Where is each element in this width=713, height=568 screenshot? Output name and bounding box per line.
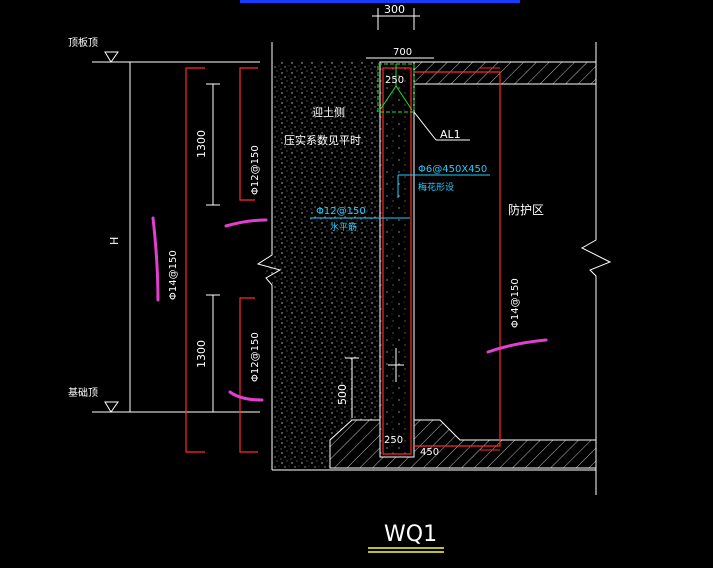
markup-stroke-4 — [486, 338, 548, 354]
top-level-marker — [104, 51, 119, 63]
left-bottom-short-rebar — [239, 297, 258, 453]
left-top-short-rebar — [239, 67, 258, 201]
dim-1300-bottom: 1300 — [195, 340, 208, 368]
markup-stroke-3 — [228, 390, 264, 402]
horizontal-label: Φ12@150 — [316, 206, 366, 217]
top-slab — [413, 61, 597, 85]
soil-boundary — [256, 42, 282, 470]
right-long-rebar — [414, 71, 501, 447]
top-level-label: 顶板顶 — [68, 36, 98, 49]
dim-700: 700 — [393, 47, 412, 58]
left-long-rebar — [185, 67, 205, 453]
dim-250-bottom: 250 — [384, 435, 403, 446]
bottom-level-marker — [104, 401, 119, 413]
dim-500: 500 — [336, 384, 349, 405]
al1-label: AL1 — [440, 128, 461, 141]
wall-body — [379, 61, 415, 458]
protected-zone-label: 防护区 — [508, 202, 544, 217]
soil-note: 压实系数见平时 — [284, 133, 361, 147]
title: WQ1 — [384, 522, 437, 547]
subtitle — [370, 559, 373, 568]
bottom-slab — [329, 419, 597, 469]
dim-1300-top: 1300 — [195, 130, 208, 158]
tie-label: Φ6@450X450 — [418, 164, 487, 175]
dim-250-top: 250 — [385, 75, 404, 86]
right-long-rebar-label: Φ14@150 — [510, 278, 521, 328]
tie-note: 梅花形设 — [418, 181, 454, 193]
left-long-rebar-label: Φ14@150 — [168, 250, 179, 300]
horizontal-note: 水平筋 — [330, 221, 357, 233]
dim-450-bottom: 450 — [420, 447, 439, 458]
markup-stroke-2 — [151, 216, 160, 302]
al1-leader — [413, 111, 437, 141]
bottom-level-label: 基础顶 — [68, 386, 98, 399]
left-bottom-short-label: Φ12@150 — [250, 332, 261, 382]
h-dim-text: H — [108, 237, 121, 245]
right-boundary — [580, 42, 612, 495]
markup-stroke-1 — [224, 218, 268, 228]
left-top-short-label: Φ12@150 — [250, 145, 261, 195]
soil-side-label: 迎土侧 — [312, 106, 345, 119]
soil-fill — [262, 62, 380, 468]
wall-rebar-cage — [382, 67, 412, 455]
dim-300: 300 — [384, 3, 405, 16]
top-edge-strip — [240, 0, 520, 3]
